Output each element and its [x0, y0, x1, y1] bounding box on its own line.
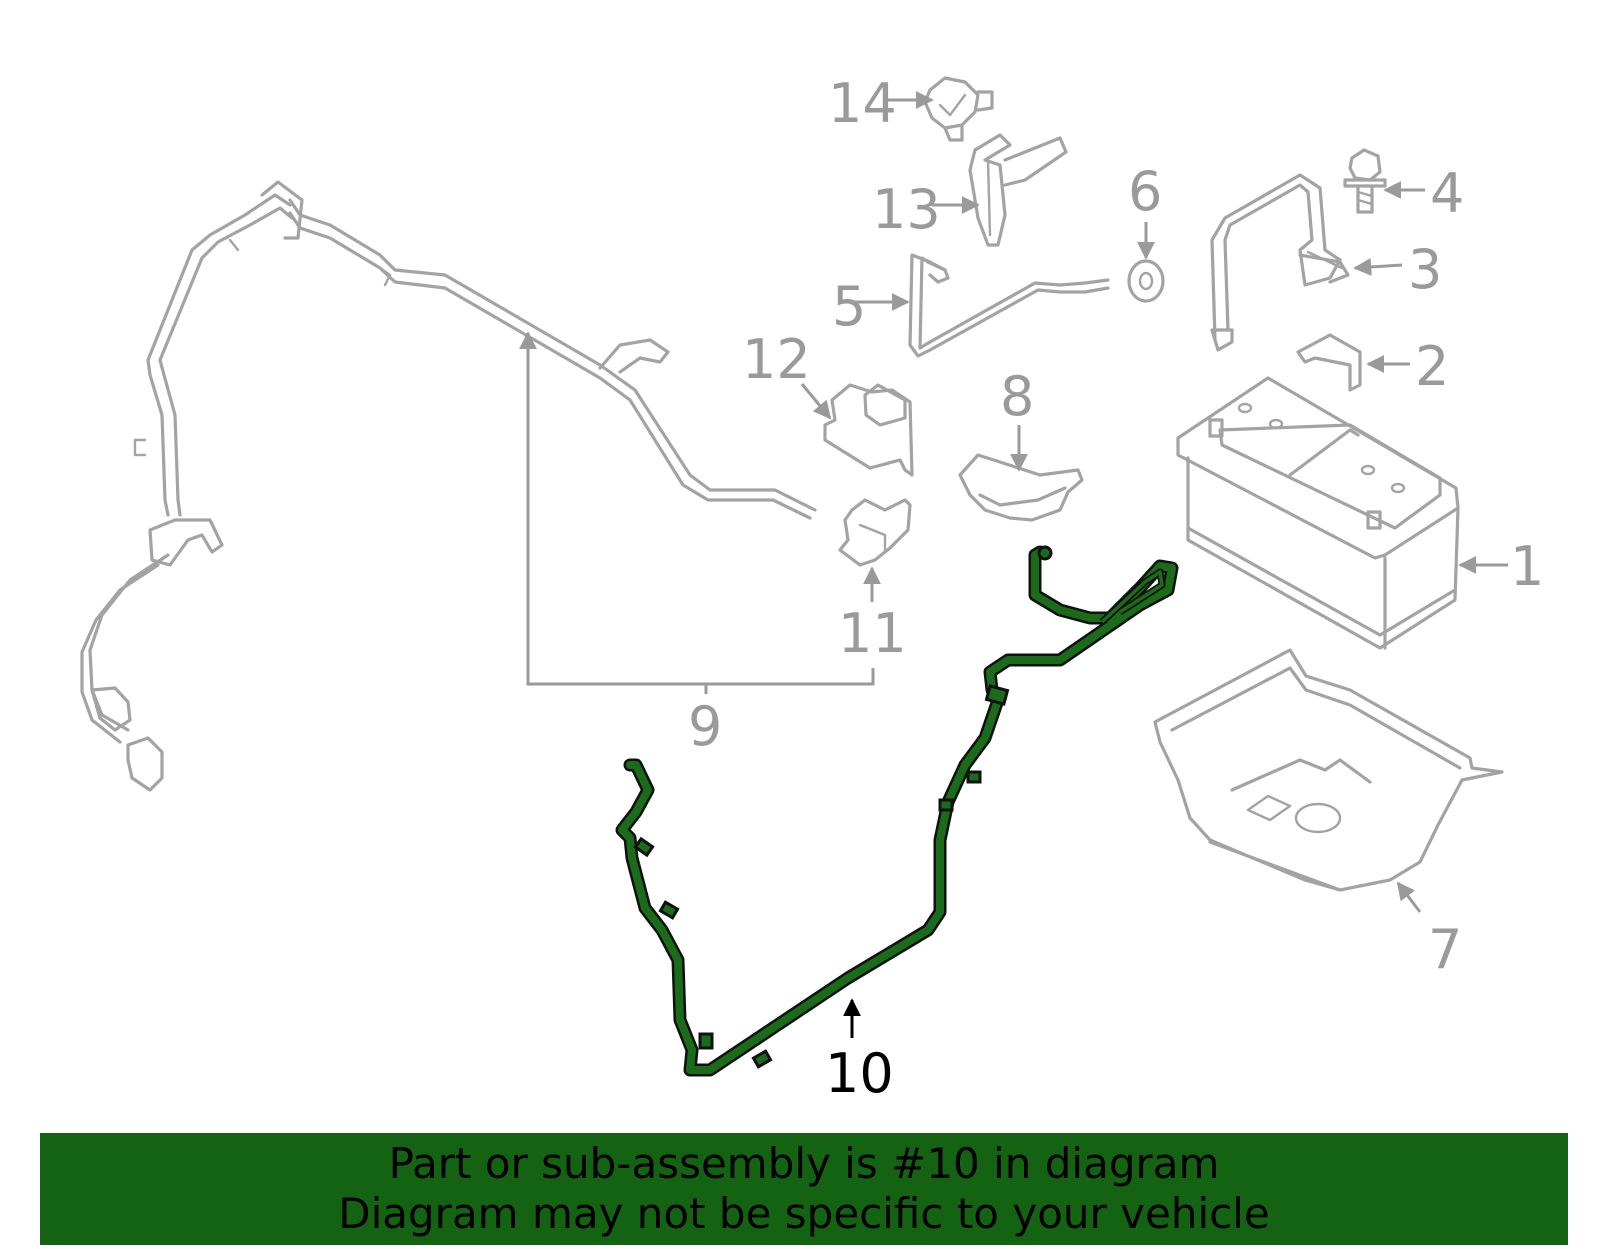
- leader-lines: [519, 91, 1508, 1038]
- part-12-bracket: [823, 383, 914, 477]
- callout-11: 11: [838, 602, 907, 665]
- callout-3: 3: [1408, 238, 1442, 301]
- part-1-battery: [1176, 376, 1460, 650]
- callout-8: 8: [1000, 365, 1034, 428]
- part-14-clip: [923, 76, 994, 142]
- info-banner: Part or sub-assembly is #10 in diagram D…: [40, 1133, 1568, 1245]
- part-8-cover: [958, 453, 1084, 522]
- callout-6: 6: [1128, 160, 1162, 223]
- part-9-harness: [80, 180, 817, 792]
- callout-2: 2: [1415, 335, 1449, 398]
- part-5-rod: [908, 253, 1110, 358]
- callout-13: 13: [872, 178, 941, 241]
- part-11-bracket: [838, 498, 912, 567]
- part-6-washer: [1127, 259, 1165, 303]
- part-13-bracket: [968, 133, 1068, 247]
- part-7-tray: [1153, 648, 1504, 892]
- part-4-bolt: [1343, 148, 1387, 214]
- banner-line-1: Part or sub-assembly is #10 in diagram: [388, 1139, 1220, 1188]
- part-3-clamp: [1210, 173, 1350, 352]
- callout-7: 7: [1428, 918, 1462, 981]
- banner-line-2: Diagram may not be specific to your vehi…: [338, 1189, 1270, 1238]
- callout-10: 10: [825, 1042, 894, 1105]
- callout-12: 12: [742, 328, 811, 391]
- callout-5: 5: [832, 275, 866, 338]
- callout-14: 14: [828, 72, 897, 135]
- part-2-pad: [1296, 333, 1362, 392]
- callout-9: 9: [688, 695, 722, 758]
- callout-1: 1: [1510, 535, 1544, 598]
- part-10-harness-highlight: [615, 545, 1179, 1077]
- callout-4: 4: [1430, 162, 1464, 225]
